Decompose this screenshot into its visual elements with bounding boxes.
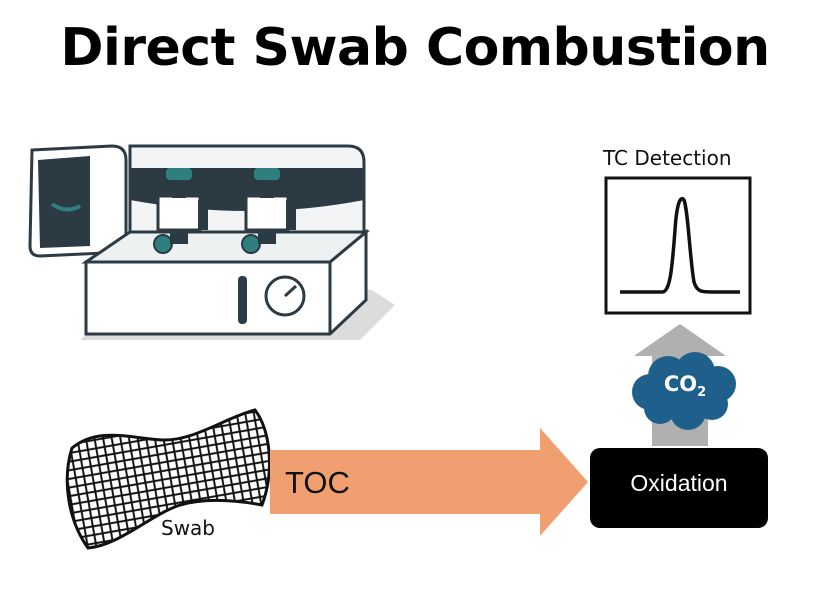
co2-cloud-icon	[632, 352, 736, 430]
oxidation-box	[590, 448, 768, 528]
toc-analyzer-illustration	[28, 144, 395, 340]
co2-main-text: CO	[663, 372, 698, 396]
co2-subscript: 2	[697, 385, 707, 401]
swab-label: Swab	[161, 516, 216, 540]
tc-detection-label: TC Detection	[603, 146, 732, 170]
oxidation-label: Oxidation	[630, 470, 728, 496]
co2-label: CO2	[640, 372, 730, 400]
chromatogram-peak-icon	[604, 176, 752, 315]
diagram-title: Direct Swab Combustion	[60, 18, 770, 78]
toc-label: TOC	[285, 465, 350, 500]
toc-arrow	[270, 428, 588, 536]
